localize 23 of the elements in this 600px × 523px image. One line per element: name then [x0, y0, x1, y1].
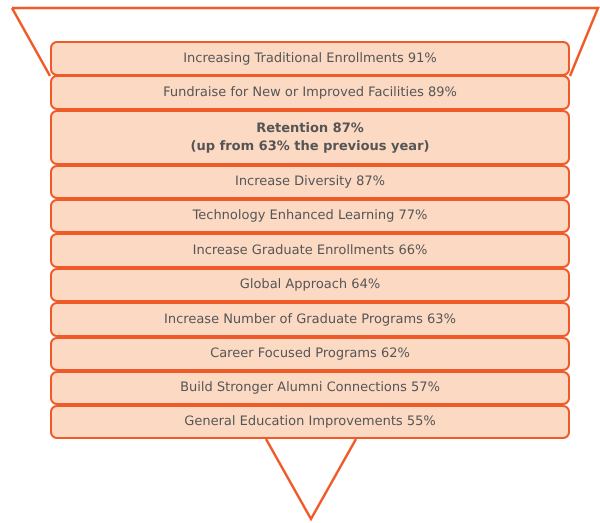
bar-box	[50, 337, 570, 371]
bar-label: Increasing Traditional Enrollments 91%	[183, 50, 437, 68]
bar-label: Global Approach 64%	[240, 276, 380, 294]
bar-label: Increase Diversity 87%	[234, 173, 385, 191]
bar-label: Technology Enhanced Learning 77%	[192, 207, 428, 225]
bar-label: Fundraise for New or Improved Facilities 89%	[163, 84, 457, 102]
bar-label: (up from 63% the previous year)	[190, 138, 430, 156]
bar-box	[50, 110, 570, 165]
bar-label: Career Focused Programs 62%	[210, 345, 410, 363]
bar-label: General Education Improvements 55%	[184, 413, 436, 431]
bar-box	[50, 405, 570, 439]
bar-label: Increase Number of Graduate Programs 63%	[164, 310, 456, 328]
bar-box	[50, 371, 570, 405]
bar-box	[50, 302, 570, 337]
bar-box	[50, 233, 570, 268]
bar-label: Build Stronger Alumni Connections 57%	[180, 379, 440, 397]
bar-box	[50, 165, 570, 199]
bar-box	[50, 199, 570, 233]
bar-box	[50, 268, 570, 302]
bar-label: Retention 87%	[256, 120, 364, 138]
bar-box	[50, 75, 570, 110]
bar-box	[50, 41, 570, 76]
bar-label: Increase Graduate Enrollments 66%	[192, 242, 428, 260]
